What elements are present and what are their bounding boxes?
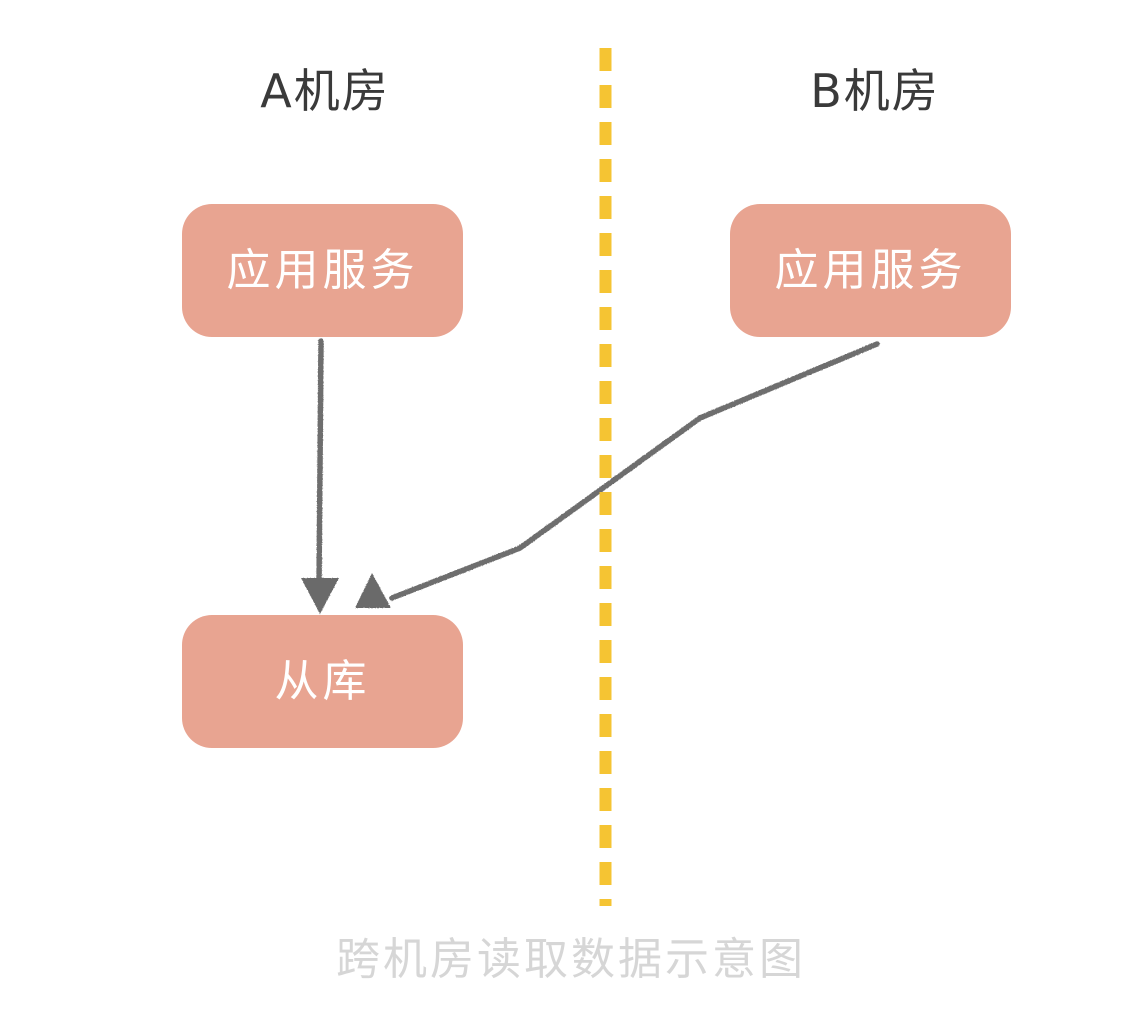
node-app-a-label: 应用服务 (226, 244, 419, 296)
zone-label-b: B机房 (810, 64, 940, 118)
zone-label-a: A机房 (260, 64, 390, 118)
diagram-caption: 跨机房读取数据示意图 (336, 934, 806, 985)
edge-app-b-to-db (355, 341, 880, 608)
node-db-a[interactable]: 从库 (182, 615, 463, 748)
node-app-b-label: 应用服务 (774, 244, 967, 296)
edge-app-a-to-db (301, 338, 339, 614)
node-app-a[interactable]: 应用服务 (182, 204, 463, 337)
node-db-a-label: 从库 (274, 655, 371, 707)
node-app-b[interactable]: 应用服务 (730, 204, 1011, 337)
